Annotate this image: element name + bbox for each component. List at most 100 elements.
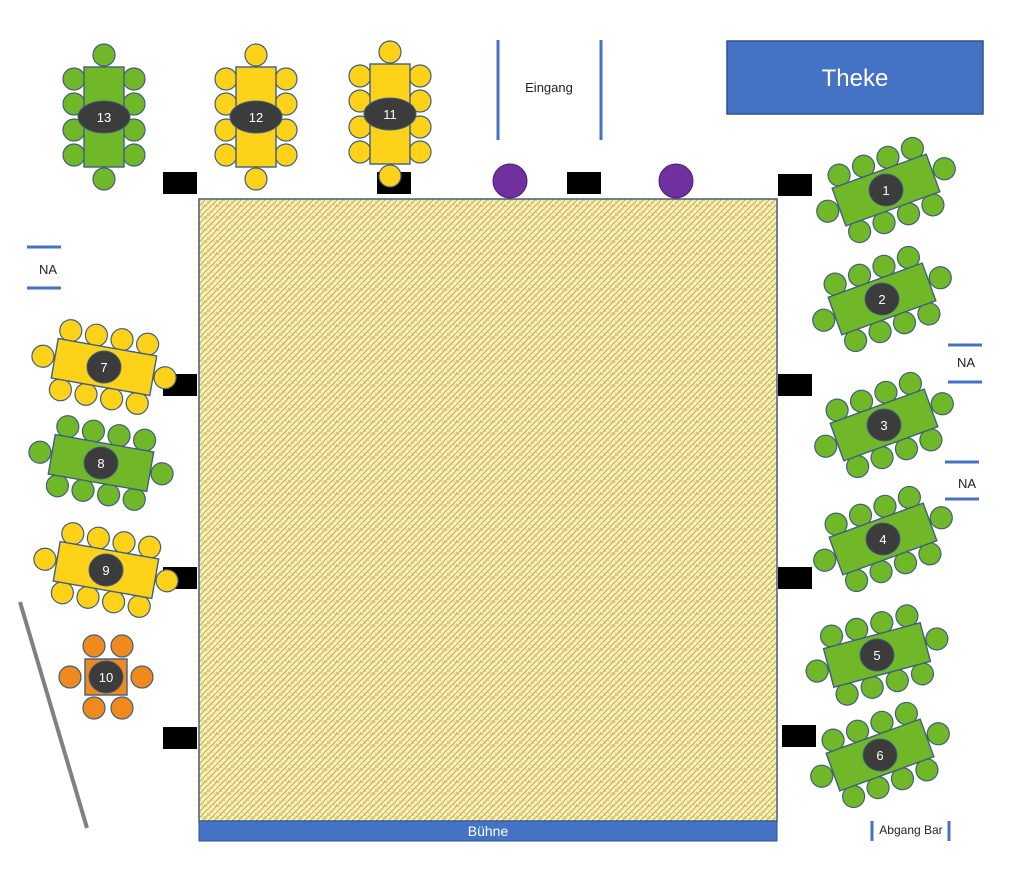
chair bbox=[932, 157, 956, 181]
table-8 bbox=[28, 415, 174, 511]
chair bbox=[58, 665, 82, 689]
table-2 bbox=[812, 245, 952, 353]
table-number-oval bbox=[859, 638, 895, 672]
table-number-label: 6 bbox=[876, 748, 883, 763]
table-number-badge: 12 bbox=[229, 100, 283, 134]
purple-circle bbox=[492, 163, 528, 199]
chair bbox=[378, 40, 402, 64]
chair bbox=[408, 64, 432, 88]
table-number-label: 7 bbox=[100, 360, 107, 375]
table-number-badge: 9 bbox=[88, 553, 124, 587]
chair bbox=[31, 344, 55, 368]
chair bbox=[122, 143, 146, 167]
chair bbox=[378, 164, 402, 188]
table-11 bbox=[348, 40, 432, 188]
table-number-label: 4 bbox=[879, 532, 886, 547]
chair bbox=[150, 462, 174, 486]
chair bbox=[122, 67, 146, 91]
table-number-badge: 6 bbox=[862, 738, 898, 772]
table-number-badge: 13 bbox=[77, 100, 131, 134]
table-6 bbox=[810, 701, 950, 809]
table-number-badge: 1 bbox=[868, 173, 904, 207]
chair bbox=[33, 547, 57, 571]
table-number-label: 1 bbox=[882, 183, 889, 198]
chair bbox=[28, 440, 52, 464]
table-number-label: 11 bbox=[383, 107, 397, 122]
table-number-oval bbox=[86, 350, 122, 384]
chair bbox=[214, 143, 238, 167]
chair bbox=[92, 43, 116, 67]
chair bbox=[812, 308, 836, 332]
na-marker-right-1: NA bbox=[948, 343, 982, 384]
chair bbox=[274, 67, 298, 91]
table-number-label: 10 bbox=[99, 670, 113, 685]
chair bbox=[928, 266, 952, 290]
table-number-badge: 8 bbox=[83, 446, 119, 480]
black-block bbox=[163, 172, 197, 194]
black-block bbox=[782, 725, 816, 747]
dance-floor bbox=[198, 198, 778, 822]
table-number-label: 5 bbox=[873, 648, 880, 663]
table-number-oval bbox=[864, 282, 900, 316]
table-number-label: 2 bbox=[878, 292, 885, 307]
chair bbox=[274, 143, 298, 167]
chair bbox=[244, 43, 268, 67]
chair bbox=[214, 67, 238, 91]
chair bbox=[930, 392, 954, 416]
entrance-label: Eingang bbox=[525, 80, 573, 95]
chair bbox=[816, 199, 840, 223]
table-number-oval bbox=[868, 173, 904, 207]
table-7 bbox=[31, 319, 177, 415]
chair bbox=[805, 659, 829, 683]
chair bbox=[110, 696, 134, 720]
exit-bar-label: Abgang Bar bbox=[879, 823, 942, 837]
table-number-badge: 10 bbox=[88, 660, 124, 694]
table-number-badge: 7 bbox=[86, 350, 122, 384]
chair bbox=[813, 548, 837, 572]
purple-circle bbox=[658, 163, 694, 199]
table-number-badge: 11 bbox=[363, 97, 417, 131]
chair bbox=[82, 634, 106, 658]
table-number-badge: 4 bbox=[865, 522, 901, 556]
chair bbox=[244, 167, 268, 191]
table-number-oval bbox=[88, 660, 124, 694]
table-number-label: 13 bbox=[97, 110, 111, 125]
na-label: NA bbox=[39, 262, 57, 277]
chair bbox=[814, 434, 838, 458]
chair bbox=[153, 366, 177, 390]
chair bbox=[62, 143, 86, 167]
table-number-oval bbox=[865, 522, 901, 556]
na-label: NA bbox=[957, 355, 975, 370]
chair bbox=[926, 722, 950, 746]
chair bbox=[110, 634, 134, 658]
table-number-badge: 2 bbox=[864, 282, 900, 316]
chair bbox=[348, 140, 372, 164]
table-number-oval bbox=[83, 446, 119, 480]
bar-counter-label: Theke bbox=[822, 65, 889, 92]
table-number-oval bbox=[88, 553, 124, 587]
table-number-oval bbox=[229, 100, 283, 134]
chair bbox=[62, 67, 86, 91]
table-number-label: 9 bbox=[102, 563, 109, 578]
black-block bbox=[778, 374, 812, 396]
table-number-oval bbox=[77, 100, 131, 134]
na-label: NA bbox=[958, 476, 976, 491]
table-number-label: 12 bbox=[249, 110, 263, 125]
black-block bbox=[163, 727, 197, 749]
stage-label: Bühne bbox=[468, 823, 509, 839]
table-number-oval bbox=[363, 97, 417, 131]
black-block bbox=[567, 172, 601, 194]
na-marker-left: NA bbox=[27, 245, 61, 290]
chair bbox=[130, 665, 154, 689]
diagonal-divider bbox=[18, 601, 89, 829]
black-block bbox=[778, 567, 812, 589]
table-number-badge: 5 bbox=[859, 638, 895, 672]
bar-counter bbox=[726, 40, 984, 115]
chair bbox=[348, 64, 372, 88]
table-number-label: 8 bbox=[97, 456, 104, 471]
table-9 bbox=[33, 522, 179, 618]
chair bbox=[155, 569, 179, 593]
table-number-label: 3 bbox=[880, 418, 887, 433]
